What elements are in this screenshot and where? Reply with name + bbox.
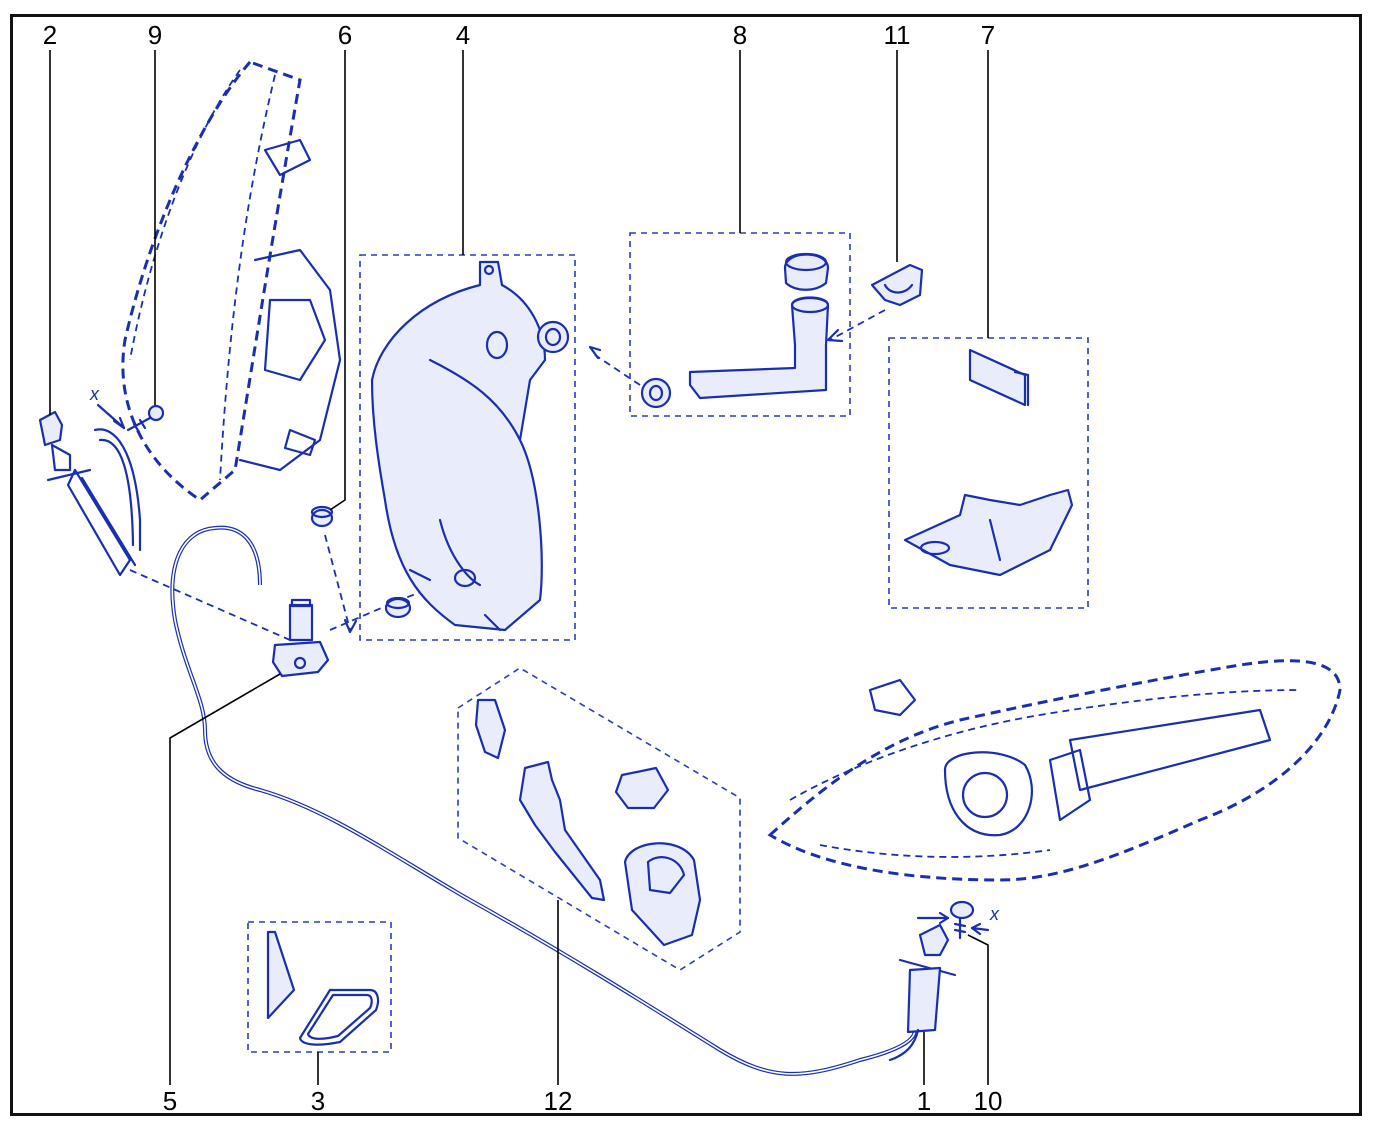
washer-hose bbox=[93, 428, 917, 1076]
callout-4: 4 bbox=[456, 20, 470, 50]
filler-cap bbox=[783, 252, 830, 291]
tank-group-box bbox=[359, 254, 576, 641]
callout-6: 6 bbox=[338, 20, 352, 50]
washer-jet-left bbox=[38, 410, 137, 577]
filler-neck-pipe bbox=[640, 296, 830, 409]
callout-2: 2 bbox=[43, 20, 57, 50]
grommet-6 bbox=[310, 505, 334, 528]
callout-5: 5 bbox=[163, 1086, 177, 1116]
tank-seal bbox=[536, 320, 570, 354]
callout-3: 3 bbox=[311, 1086, 325, 1116]
leader-lines bbox=[49, 50, 989, 1085]
washer-cap-cover bbox=[266, 930, 380, 1046]
washer-nozzle-holder bbox=[518, 760, 606, 902]
washer-reservoir bbox=[370, 260, 547, 632]
washer-adapter-housing bbox=[623, 842, 702, 947]
callout-7: 7 bbox=[981, 20, 995, 50]
cover-group-box bbox=[247, 921, 392, 1053]
bracket-small bbox=[968, 348, 1030, 407]
washer-pump bbox=[271, 598, 330, 678]
callout-11: 11 bbox=[884, 20, 911, 50]
callout-12: 12 bbox=[544, 1086, 573, 1116]
grommet-tank-outlet bbox=[384, 596, 412, 619]
callout-10: 10 bbox=[974, 1086, 1003, 1116]
screw-right bbox=[949, 900, 975, 940]
callout-8: 8 bbox=[733, 20, 747, 50]
screw-left bbox=[126, 404, 165, 434]
x-mark-right: x bbox=[989, 904, 1000, 924]
x-mark-left: x bbox=[89, 384, 100, 404]
washer-nozzle-cover bbox=[474, 698, 507, 760]
bracket-large bbox=[903, 488, 1074, 577]
washer-adapter-top bbox=[614, 766, 670, 810]
hose-clip bbox=[870, 263, 924, 307]
washer-kit-group-box bbox=[457, 667, 741, 971]
callout-1: 1 bbox=[917, 1086, 931, 1116]
callout-9: 9 bbox=[148, 20, 162, 50]
right-headlamp-assembly bbox=[767, 659, 1342, 882]
left-headlamp-assembly bbox=[121, 60, 342, 502]
washer-jet-right bbox=[888, 923, 957, 1062]
diagram-frame bbox=[10, 14, 1362, 1116]
